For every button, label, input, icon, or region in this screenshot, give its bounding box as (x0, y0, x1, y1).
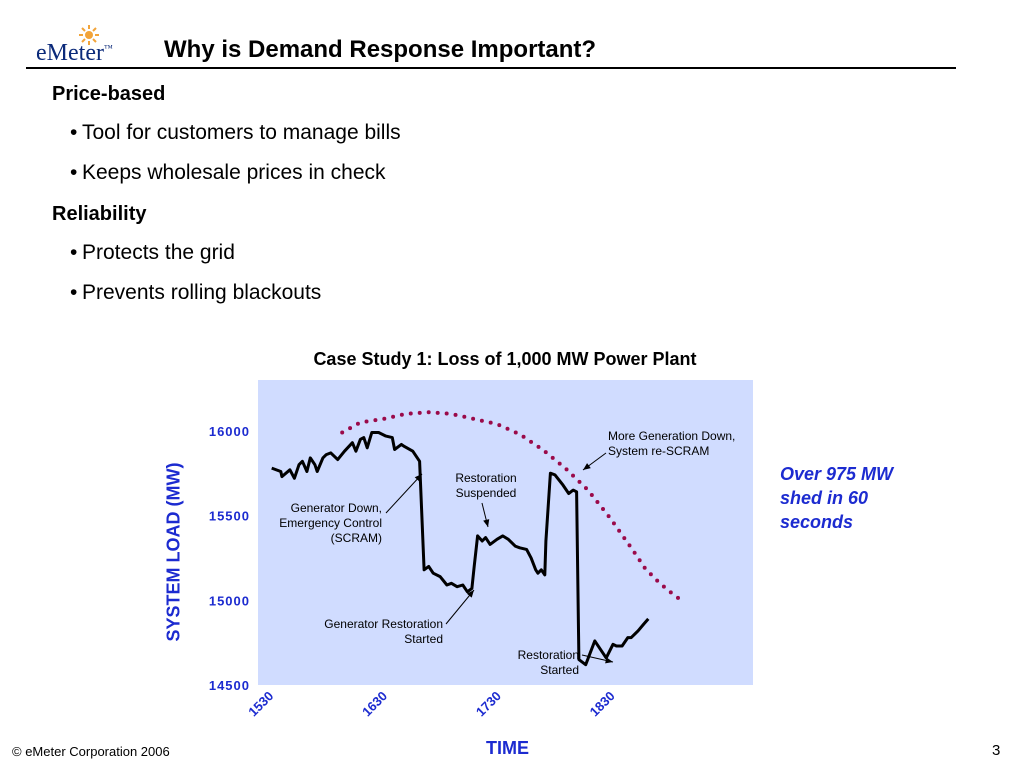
y-tick-label: 15500 (209, 509, 250, 524)
bullet-list: Price-based •Tool for customers to manag… (52, 80, 401, 320)
projected-load-line (340, 410, 681, 601)
bullet-dot: • (70, 121, 78, 144)
y-axis-label: SYSTEM LOAD (MW) (163, 462, 184, 642)
bullet-dot: • (70, 281, 78, 304)
chart-title: Case Study 1: Loss of 1,000 MW Power Pla… (313, 349, 697, 369)
x-tick-label: 1830 (587, 688, 618, 719)
y-tick-label: 14500 (209, 678, 250, 693)
side-note: Over 975 MW shed in 60 seconds (780, 464, 894, 532)
bullet-item: •Prevents rolling blackouts (70, 281, 322, 304)
arrowhead-icon (483, 519, 490, 527)
logo-wordmark: eMeter™ (36, 40, 113, 66)
annotation-label: Generator Down,Emergency Control(SCRAM) (279, 501, 382, 545)
bullet-dot: • (70, 241, 78, 264)
bullet-heading-reliability: Reliability (52, 203, 147, 225)
bullet-heading-price: Price-based (52, 83, 166, 105)
y-tick-label: 15000 (209, 593, 250, 608)
arrowhead-icon (414, 474, 422, 482)
bullet-item: •Protects the grid (70, 241, 235, 264)
slide-title: Why is Demand Response Important? (164, 36, 597, 63)
y-tick-label: 16000 (209, 424, 250, 439)
bullet-dot: • (70, 161, 78, 184)
bullet-item: •Keeps wholesale prices in check (70, 161, 386, 184)
x-axis-label: TIME (486, 738, 529, 758)
arrowhead-icon (605, 657, 613, 664)
title-divider (26, 67, 956, 69)
arrowhead-icon (583, 463, 591, 470)
plot-area (258, 380, 753, 685)
arrowhead-icon (466, 590, 474, 598)
footer-copyright: © eMeter Corporation 2006 (12, 744, 170, 759)
bullet-item: •Tool for customers to manage bills (70, 121, 401, 144)
sun-icon (79, 25, 99, 45)
emeter-logo: eMeter™ (30, 25, 150, 68)
page-number: 3 (992, 742, 1001, 759)
annotation-label: More Generation Down,System re-SCRAM (608, 429, 735, 458)
x-tick-label: 1730 (473, 688, 504, 719)
annotation-arrow (385, 473, 423, 514)
system-load-line (271, 431, 650, 667)
x-tick-label: 1630 (359, 688, 390, 719)
